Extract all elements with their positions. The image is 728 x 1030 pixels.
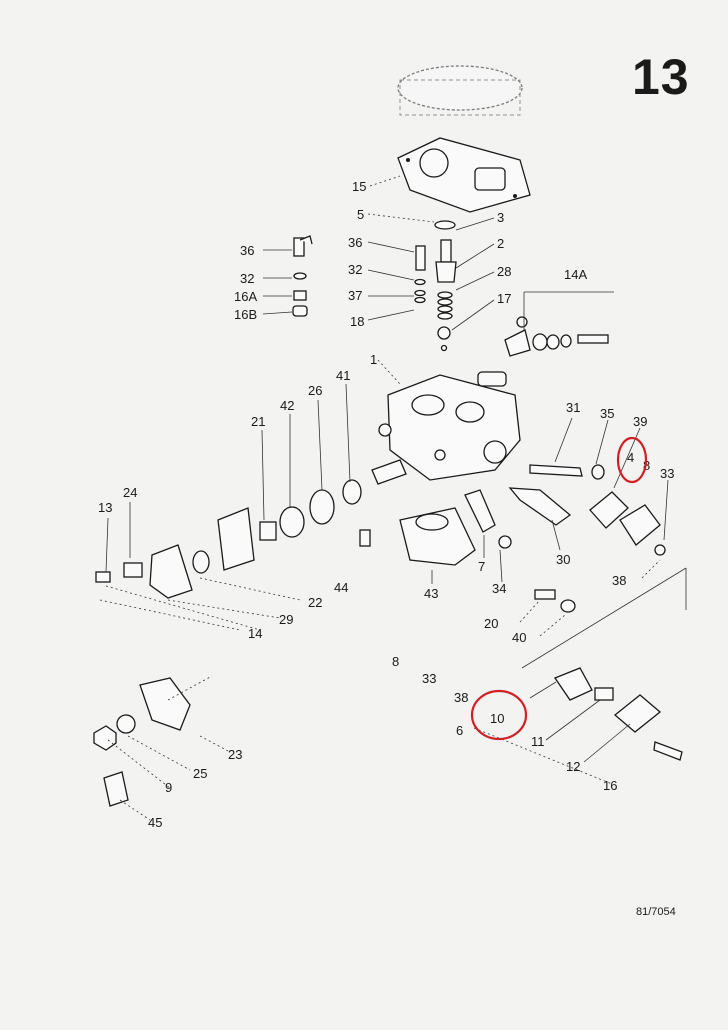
callout-label: 6 <box>456 723 463 738</box>
callout-label: 5 <box>357 207 364 222</box>
callout-label: 15 <box>352 179 366 194</box>
callout-label: 45 <box>148 815 162 830</box>
callout-label: 26 <box>308 383 322 398</box>
highlight-circle-part-4 <box>616 436 648 484</box>
callout-label: 3 <box>497 210 504 225</box>
callout-label: 30 <box>556 552 570 567</box>
cover-part <box>397 65 523 116</box>
callout-label: 9 <box>165 780 172 795</box>
callout-label: 16A <box>234 289 257 304</box>
highlight-marks <box>470 436 648 741</box>
callout-label: 31 <box>566 400 580 415</box>
callout-label: 21 <box>251 414 265 429</box>
pump-jet-parts <box>292 235 426 317</box>
callout-label: 24 <box>123 485 137 500</box>
callout-label: 38 <box>612 573 626 588</box>
callout-label: 16B <box>234 307 257 322</box>
callout-label: 8 <box>392 654 399 669</box>
callout-label: 22 <box>308 595 322 610</box>
callout-label: 17 <box>497 291 511 306</box>
callout-label: 42 <box>280 398 294 413</box>
callout-label: 14A <box>564 267 587 282</box>
callout-label: 29 <box>279 612 293 627</box>
callout-label: 32 <box>348 262 362 277</box>
callout-label: 38 <box>454 690 468 705</box>
callout-label: 37 <box>348 288 362 303</box>
gasket-part <box>397 137 531 213</box>
flange-part <box>359 507 476 566</box>
callout-label: 36 <box>348 235 362 250</box>
carburettor-body <box>371 371 521 485</box>
callout-label: 25 <box>193 766 207 781</box>
callout-label: 33 <box>660 466 674 481</box>
callout-label: 33 <box>422 671 436 686</box>
callout-label: 41 <box>336 368 350 383</box>
callout-label: 10 <box>490 711 504 726</box>
jet-parts-right <box>464 464 666 613</box>
callout-label: 36 <box>240 243 254 258</box>
callout-label: 11 <box>531 734 545 749</box>
lever-parts <box>93 677 191 807</box>
callout-label: 1 <box>370 352 377 367</box>
callout-label: 40 <box>512 630 526 645</box>
callout-labels: 15 5 3 36 2 36 28 32 14A 17 32 37 16A 16… <box>98 179 674 830</box>
callout-label: 16 <box>603 778 617 793</box>
callout-label: 32 <box>240 271 254 286</box>
callout-label: 23 <box>228 747 242 762</box>
callout-label: 12 <box>566 759 580 774</box>
valve-assembly <box>554 667 683 761</box>
highlight-circle-part-10 <box>470 689 528 741</box>
callout-label: 20 <box>484 616 498 631</box>
callout-label: 14 <box>248 626 262 641</box>
callout-label: 18 <box>350 314 364 329</box>
callout-label: 13 <box>98 500 112 515</box>
callout-label: 2 <box>497 236 504 251</box>
pump-assembly <box>95 479 362 599</box>
needle-valve-stack <box>434 220 457 352</box>
callout-label: 28 <box>497 264 511 279</box>
callout-label: 4 <box>627 450 634 465</box>
bracket-group <box>504 316 609 357</box>
leader-lines <box>99 175 687 821</box>
page-number: 13 <box>632 49 690 105</box>
callout-label: 7 <box>478 559 485 574</box>
figure-reference: 81/7054 <box>636 906 676 918</box>
callout-label: 44 <box>334 580 348 595</box>
callout-label: 39 <box>633 414 647 429</box>
callout-label: 34 <box>492 581 506 596</box>
callout-label: 43 <box>424 586 438 601</box>
callout-label: 35 <box>600 406 614 421</box>
